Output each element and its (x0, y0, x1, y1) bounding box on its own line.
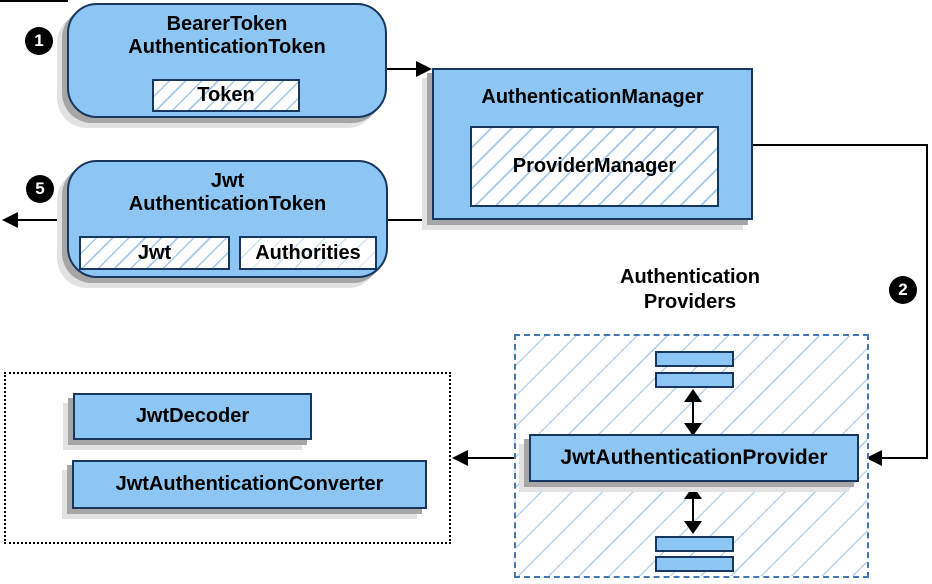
jwt-authentication-converter-box: JwtAuthenticationConverter (72, 460, 427, 509)
bearer-to-manager-line (386, 68, 420, 70)
step-5-number: 5 (35, 179, 45, 198)
authorities-field: Authorities (239, 236, 377, 270)
jwt-decoder-label: JwtDecoder (135, 405, 250, 427)
provider-stack-bar (655, 351, 734, 367)
provider-stack-bar (655, 556, 734, 572)
token-label: Token (197, 84, 255, 106)
jwt-token-title-line1: Jwt (210, 170, 245, 192)
bearer-token-title-line1: BearerToken (166, 13, 288, 35)
step-1-number: 1 (34, 31, 44, 50)
jwt-authentication-token-box: Jwt AuthenticationToken Jwt Authorities (67, 160, 388, 278)
outgoing-result-line (14, 219, 68, 221)
bearer-token-box: BearerToken AuthenticationToken Token (67, 3, 387, 118)
step-1-badge: 1 (25, 27, 53, 55)
arrowhead-left-icon (2, 212, 18, 228)
arrowhead-up-icon (684, 486, 702, 499)
arrowhead-right-icon (416, 61, 432, 77)
jwt-field: Jwt (79, 236, 230, 270)
jwt-token-title: Jwt AuthenticationToken (69, 162, 386, 216)
step-5-badge: 5 (26, 175, 54, 203)
arrowhead-left-icon (452, 450, 468, 466)
arrow-shaft (692, 400, 694, 425)
jwt-authentication-provider-box: JwtAuthenticationProvider (529, 434, 859, 482)
arrowhead-down-icon (684, 521, 702, 534)
token-field: Token (152, 79, 300, 112)
jwt-authentication-converter-label: JwtAuthenticationConverter (115, 473, 384, 495)
provider-manager-label: ProviderManager (512, 155, 677, 177)
bearer-token-title-line2: AuthenticationToken (128, 36, 326, 58)
provider-manager-field: ProviderManager (470, 126, 719, 207)
authentication-manager-title: AuthenticationManager (434, 70, 751, 109)
providers-label-line1: Authentication (620, 266, 760, 288)
arrowhead-left-icon (866, 450, 882, 466)
arrowhead-up-icon (684, 389, 702, 402)
step-2-badge: 2 (889, 276, 917, 304)
manager-to-provider-line-vertical (926, 144, 928, 459)
arrow-shaft (692, 497, 694, 523)
provider-to-decoder-line (466, 457, 530, 459)
step-2-number: 2 (898, 280, 908, 299)
arrowhead-down-icon (684, 423, 702, 436)
double-arrow-icon (683, 486, 703, 534)
jwt-token-title-line2: AuthenticationToken (128, 193, 327, 215)
jwt-decoder-box: JwtDecoder (73, 393, 312, 440)
provider-stack-bar (655, 536, 734, 552)
manager-to-jwt-token-line (388, 219, 434, 221)
authentication-providers-label: Authentication Providers (590, 265, 790, 315)
provider-stack-bar (655, 372, 734, 388)
authorities-label: Authorities (255, 241, 361, 264)
double-arrow-icon (683, 389, 703, 436)
bearer-token-title: BearerToken AuthenticationToken (69, 5, 385, 59)
jwt-label: Jwt (137, 241, 172, 264)
manager-to-provider-line-bottom (880, 457, 928, 459)
providers-label-line2: Providers (643, 291, 737, 313)
jwt-authentication-provider-label: JwtAuthenticationProvider (560, 446, 828, 469)
authentication-manager-box: AuthenticationManager ProviderManager (432, 68, 753, 220)
manager-to-provider-line-top (753, 144, 928, 146)
authentication-manager-title-text: AuthenticationManager (481, 86, 704, 108)
incoming-request-line (0, 0, 68, 2)
